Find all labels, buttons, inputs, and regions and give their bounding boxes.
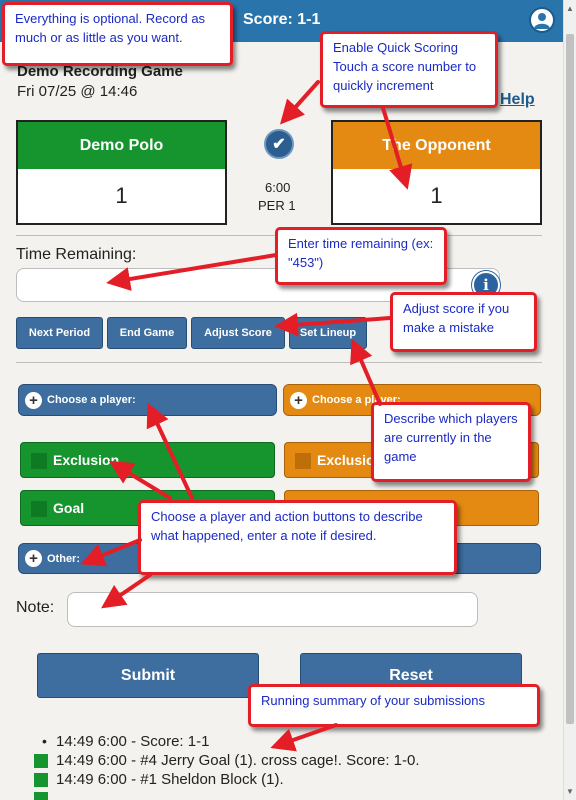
plus-icon: + <box>25 392 42 409</box>
scroll-up-icon[interactable]: ▲ <box>566 4 574 13</box>
arrow-quick-check <box>279 80 320 125</box>
scrollbar[interactable]: ▲ ▼ <box>563 0 576 800</box>
plus-icon: + <box>290 392 307 409</box>
status-square <box>34 754 48 768</box>
callout-time-remaining: Enter time remaining (ex: "453") <box>275 227 447 285</box>
user-icon[interactable] <box>529 7 555 33</box>
callout-summary: Running summary of your submissions <box>248 684 540 727</box>
away-team-score[interactable]: 1 <box>430 183 443 208</box>
other-label: Other: <box>47 552 80 565</box>
quick-scoring-check-icon[interactable]: ✔ <box>264 129 294 159</box>
note-label: Note: <box>16 599 55 616</box>
scroll-thumb[interactable] <box>566 34 574 724</box>
home-goal-label: Goal <box>53 500 85 516</box>
home-team-name: Demo Polo <box>18 122 225 169</box>
bullet-icon: • <box>42 733 47 749</box>
status-square <box>34 773 48 787</box>
game-period: PER 1 <box>258 198 296 213</box>
home-team-card: Demo Polo 1 <box>16 120 227 225</box>
submission-summary: • 14:49 6:00 - Score: 1-1 14:49 6:00 - #… <box>30 733 550 800</box>
status-square <box>34 792 48 800</box>
summary-text: 14:49 6:00 - Score: 1-1 <box>56 733 210 750</box>
game-date: Fri 07/25 @ 14:46 <box>17 83 138 100</box>
game-clock: 6:00 <box>265 180 291 195</box>
status-square <box>295 453 311 469</box>
list-item: • 14:49 6:00 - Score: 1-1 <box>30 733 550 752</box>
help-link[interactable]: Help <box>500 91 535 108</box>
submit-button[interactable]: Submit <box>37 653 259 698</box>
list-item: 14:49 6:00 - #4 Jerry Goal (1). cross ca… <box>30 752 550 771</box>
callout-lineup: Describe which players are currently in … <box>371 402 531 482</box>
away-team-card: The Opponent 1 <box>331 120 542 225</box>
game-title: Demo Recording Game <box>17 63 183 80</box>
divider <box>16 362 542 363</box>
away-exclusion-label: Exclusion <box>317 452 384 468</box>
time-remaining-label: Time Remaining: <box>16 246 137 263</box>
callout-quick-scoring: Enable Quick Scoring Touch a score numbe… <box>320 31 498 108</box>
status-square <box>31 501 47 517</box>
status-square <box>31 453 47 469</box>
home-team-score[interactable]: 1 <box>115 183 128 208</box>
user-icon-glyph <box>534 13 550 29</box>
adjust-score-button[interactable]: Adjust Score <box>191 317 285 349</box>
home-exclusion-label: Exclusion <box>53 452 120 468</box>
list-item: 14:49 6:00 - #1 Sheldon Block (1). <box>30 771 550 790</box>
summary-text: 14:49 6:00 - #1 Sheldon Block (1). <box>56 771 284 788</box>
list-item <box>30 790 550 800</box>
scroll-down-icon[interactable]: ▼ <box>566 787 574 796</box>
home-choose-player-button[interactable]: + Choose a player: <box>18 384 277 416</box>
home-exclusion-button[interactable]: Exclusion <box>20 442 275 478</box>
end-game-button[interactable]: End Game <box>107 317 187 349</box>
set-lineup-button[interactable]: Set Lineup <box>289 317 367 349</box>
callout-actions: Choose a player and action buttons to de… <box>138 500 457 575</box>
summary-text: 14:49 6:00 - #4 Jerry Goal (1). cross ca… <box>56 752 420 769</box>
next-period-button[interactable]: Next Period <box>16 317 103 349</box>
note-input[interactable] <box>67 592 478 627</box>
home-choose-player-label: Choose a player: <box>47 394 136 406</box>
callout-adjust-score: Adjust score if you make a mistake <box>390 292 537 352</box>
away-team-name: The Opponent <box>333 122 540 169</box>
plus-icon: + <box>25 550 42 567</box>
score-title: Score: 1-1 <box>243 11 321 28</box>
callout-optional: Everything is optional. Record as much o… <box>2 2 233 66</box>
